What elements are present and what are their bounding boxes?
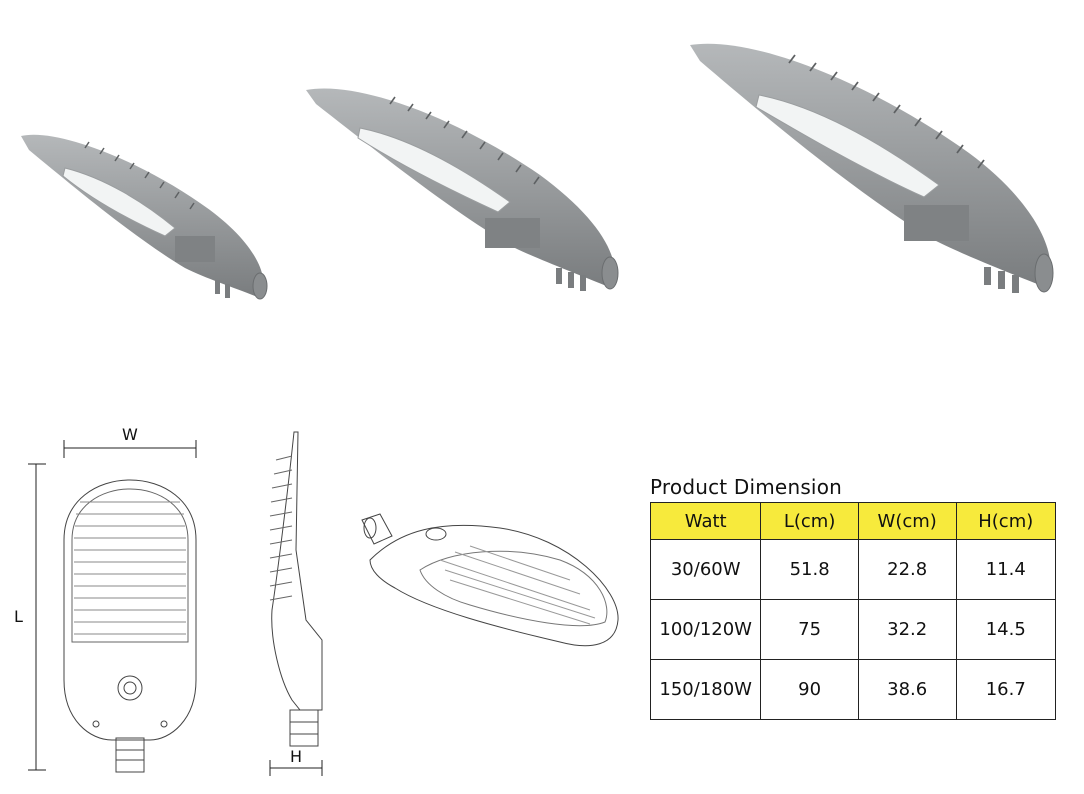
- street-lamp-small-image: [21, 134, 268, 300]
- cell-width: 32.2: [857, 599, 957, 660]
- cell-height: 11.4: [955, 539, 1057, 600]
- cell-watt: 100/120W: [649, 599, 762, 660]
- header-watt: Watt: [649, 502, 762, 540]
- cell-length: 51.8: [760, 539, 859, 600]
- table-row: 100/120W 75 32.2 14.5: [649, 599, 1057, 660]
- length-dimension: [28, 463, 46, 771]
- header-width: W(cm): [857, 502, 957, 540]
- header-length: L(cm): [760, 502, 859, 540]
- top-view-drawing: [63, 479, 197, 773]
- cell-watt: 30/60W: [649, 539, 762, 600]
- table-row: 30/60W 51.8 22.8 11.4: [649, 539, 1057, 600]
- table-title: Product Dimension: [650, 475, 843, 499]
- side-view-drawing: [269, 431, 323, 747]
- length-label: L: [14, 607, 23, 626]
- cell-height: 14.5: [955, 599, 1057, 660]
- width-label: W: [122, 425, 138, 444]
- header-height: H(cm): [955, 502, 1057, 540]
- height-dimension: [269, 760, 323, 776]
- cell-width: 38.6: [857, 659, 957, 720]
- dimension-drawings: W L H: [14, 425, 619, 776]
- street-lamp-large-image: [690, 43, 1054, 293]
- perspective-view-drawing: [361, 513, 619, 647]
- height-label: H: [290, 747, 302, 766]
- cell-length: 90: [760, 659, 859, 720]
- street-lamp-medium-image: [306, 88, 619, 291]
- cell-watt: 150/180W: [649, 659, 762, 720]
- cell-width: 22.8: [857, 539, 957, 600]
- table-row: 150/180W 90 38.6 16.7: [649, 659, 1057, 720]
- table-header-row: Watt L(cm) W(cm) H(cm): [649, 502, 1057, 540]
- cell-length: 75: [760, 599, 859, 660]
- cell-height: 16.7: [955, 659, 1057, 720]
- product-dimension-table: Watt L(cm) W(cm) H(cm) 30/60W 51.8 22.8 …: [649, 502, 1057, 720]
- width-dimension: [63, 440, 197, 458]
